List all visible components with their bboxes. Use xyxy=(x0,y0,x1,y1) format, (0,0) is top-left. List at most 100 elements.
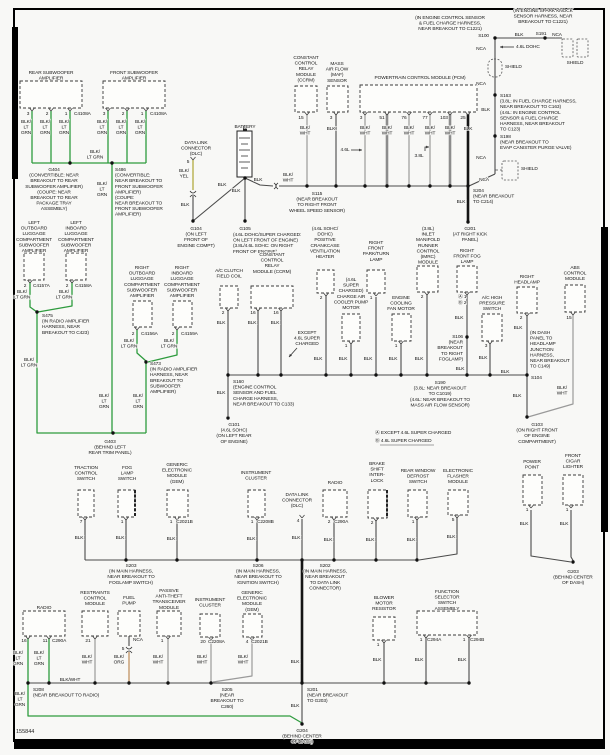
shield-icon xyxy=(501,160,519,181)
label-1: 1 xyxy=(170,519,173,525)
pin-fork-icon xyxy=(423,634,427,639)
charge-air-cooler-pump-motor xyxy=(341,313,361,342)
pin-fork-icon xyxy=(192,156,196,161)
label-20: 20 xyxy=(200,639,206,645)
label-2: 2 xyxy=(421,294,424,300)
pin-fork-icon xyxy=(400,340,404,345)
pin-fork-icon xyxy=(524,312,528,317)
arrow-head xyxy=(500,45,503,49)
pin-fork-icon xyxy=(373,517,377,522)
label-2: 2 xyxy=(371,520,374,526)
label-c290a: C290A xyxy=(334,519,349,525)
label-c2208b: C2208B xyxy=(257,519,274,525)
pin-fork-icon xyxy=(424,291,428,296)
power-point xyxy=(522,474,543,506)
junction-dot xyxy=(493,36,497,40)
shield-icon xyxy=(561,38,574,58)
pin-fork-icon xyxy=(323,292,327,297)
restraints-control-module xyxy=(81,610,109,637)
pin-fork-icon xyxy=(123,516,127,521)
label-1: 1 xyxy=(463,637,466,643)
label-4-6l-dohc-super-charged: (4.6L DOHC/SUPER CHARGED:ON LEFT FRONT O… xyxy=(233,232,301,255)
junction-dot xyxy=(175,558,179,562)
arrow-head xyxy=(359,148,362,152)
junction-dot xyxy=(349,373,353,377)
junction-dot xyxy=(466,184,470,188)
label-25: 25 xyxy=(460,115,466,121)
pin-fork-icon xyxy=(408,111,412,116)
label-3: 3 xyxy=(485,343,488,349)
pin-fork-icon xyxy=(375,517,379,522)
label-3: 3 xyxy=(103,111,106,117)
pin-fork-icon xyxy=(348,340,352,345)
label-blk: BLK/LT GRN xyxy=(21,357,38,369)
pin-fork-icon xyxy=(304,111,308,116)
label-radio: RADIO xyxy=(328,480,343,486)
connector-icon xyxy=(125,650,133,654)
abs-control-module xyxy=(564,284,586,313)
pin-fork-icon xyxy=(257,307,261,312)
label-blk: BLK xyxy=(479,355,489,361)
junction-dot xyxy=(26,681,30,685)
label-s208: S208(NEAR BREAKOUT TO RADIO) xyxy=(33,687,100,699)
pin-fork-icon xyxy=(398,340,402,345)
label-blk: BLK/LT GRN xyxy=(14,289,31,301)
junction-dot xyxy=(428,184,432,188)
label-blk: BLK/WHT xyxy=(283,172,294,184)
junction-dot xyxy=(493,93,497,97)
label-c294b: C294B xyxy=(470,637,484,643)
label-blk: BLK xyxy=(232,188,242,194)
label-4-6l: 4.6L xyxy=(341,147,350,153)
junction-dot xyxy=(399,373,403,377)
gem-upper xyxy=(166,489,189,518)
frame-bar xyxy=(601,227,608,532)
constant-control-relay-module-top xyxy=(294,85,318,113)
pin-fork-icon xyxy=(406,111,410,116)
pin-fork-icon xyxy=(225,307,229,312)
wire-blk-16 xyxy=(192,177,246,222)
shield-icon xyxy=(576,38,589,58)
imrc-module xyxy=(416,265,439,293)
pin-fork-icon xyxy=(333,516,337,521)
label-2: 2 xyxy=(24,283,27,289)
radio-bottom xyxy=(22,610,66,637)
pin-fork-icon xyxy=(383,639,387,644)
pin-fork-icon xyxy=(174,326,178,331)
pin-fork-icon xyxy=(174,516,178,521)
label-c294a: C294A xyxy=(427,637,442,643)
pin-fork-icon xyxy=(568,504,572,509)
label-1: Ⓐ 1 xyxy=(458,293,467,300)
junction-dot xyxy=(374,558,378,562)
front-subwoofer-amplifier xyxy=(102,80,166,109)
junction-dot xyxy=(110,161,114,165)
label-blk: BLK xyxy=(339,356,349,362)
passive-anti-theft-transceiver xyxy=(156,610,182,637)
label-blk: BLK xyxy=(247,536,257,542)
label-blk: BLK/LT GRN xyxy=(121,338,138,350)
label-2: 2 xyxy=(132,331,135,337)
connector-icon xyxy=(125,646,133,650)
label-4-6l-super-charged: Ⓑ 4.6L SUPER CHARGED xyxy=(375,437,432,444)
pin-fork-icon xyxy=(465,111,469,116)
junction-dot xyxy=(324,373,328,377)
pin-fork-icon xyxy=(335,111,339,116)
pin-fork-icon xyxy=(69,279,73,284)
junction-dot xyxy=(93,681,97,685)
pin-fork-icon xyxy=(227,307,231,312)
junction-dot xyxy=(300,681,304,685)
pin-fork-icon xyxy=(31,107,35,112)
